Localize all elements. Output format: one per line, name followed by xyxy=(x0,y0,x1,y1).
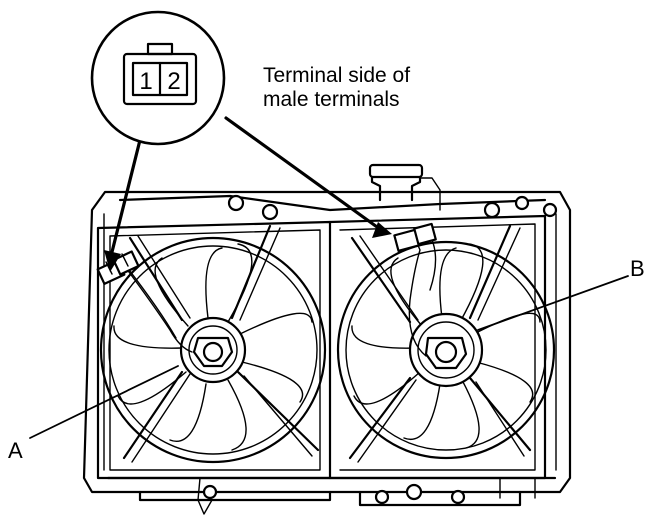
fan-motor-b xyxy=(336,235,556,460)
callout-label-b: B xyxy=(630,256,645,281)
terminal-connector-face: 1 2 xyxy=(122,42,198,106)
terminal-inset: 1 2 xyxy=(90,10,392,272)
callout-b: B xyxy=(477,256,645,331)
connector-fan-b xyxy=(393,222,437,252)
fan-motor-a xyxy=(99,236,327,464)
inset-caption-line-2: male terminals xyxy=(263,88,400,111)
fan-shroud-right xyxy=(328,214,547,480)
callout-a: A xyxy=(8,365,179,463)
pin-label-2: 2 xyxy=(167,68,180,95)
callout-label-a: A xyxy=(8,438,23,463)
radiator-cap xyxy=(368,163,441,211)
connector-fan-a xyxy=(96,250,140,285)
inset-caption-line-1: Terminal side of xyxy=(263,64,410,87)
pin-label-1: 1 xyxy=(139,68,152,95)
